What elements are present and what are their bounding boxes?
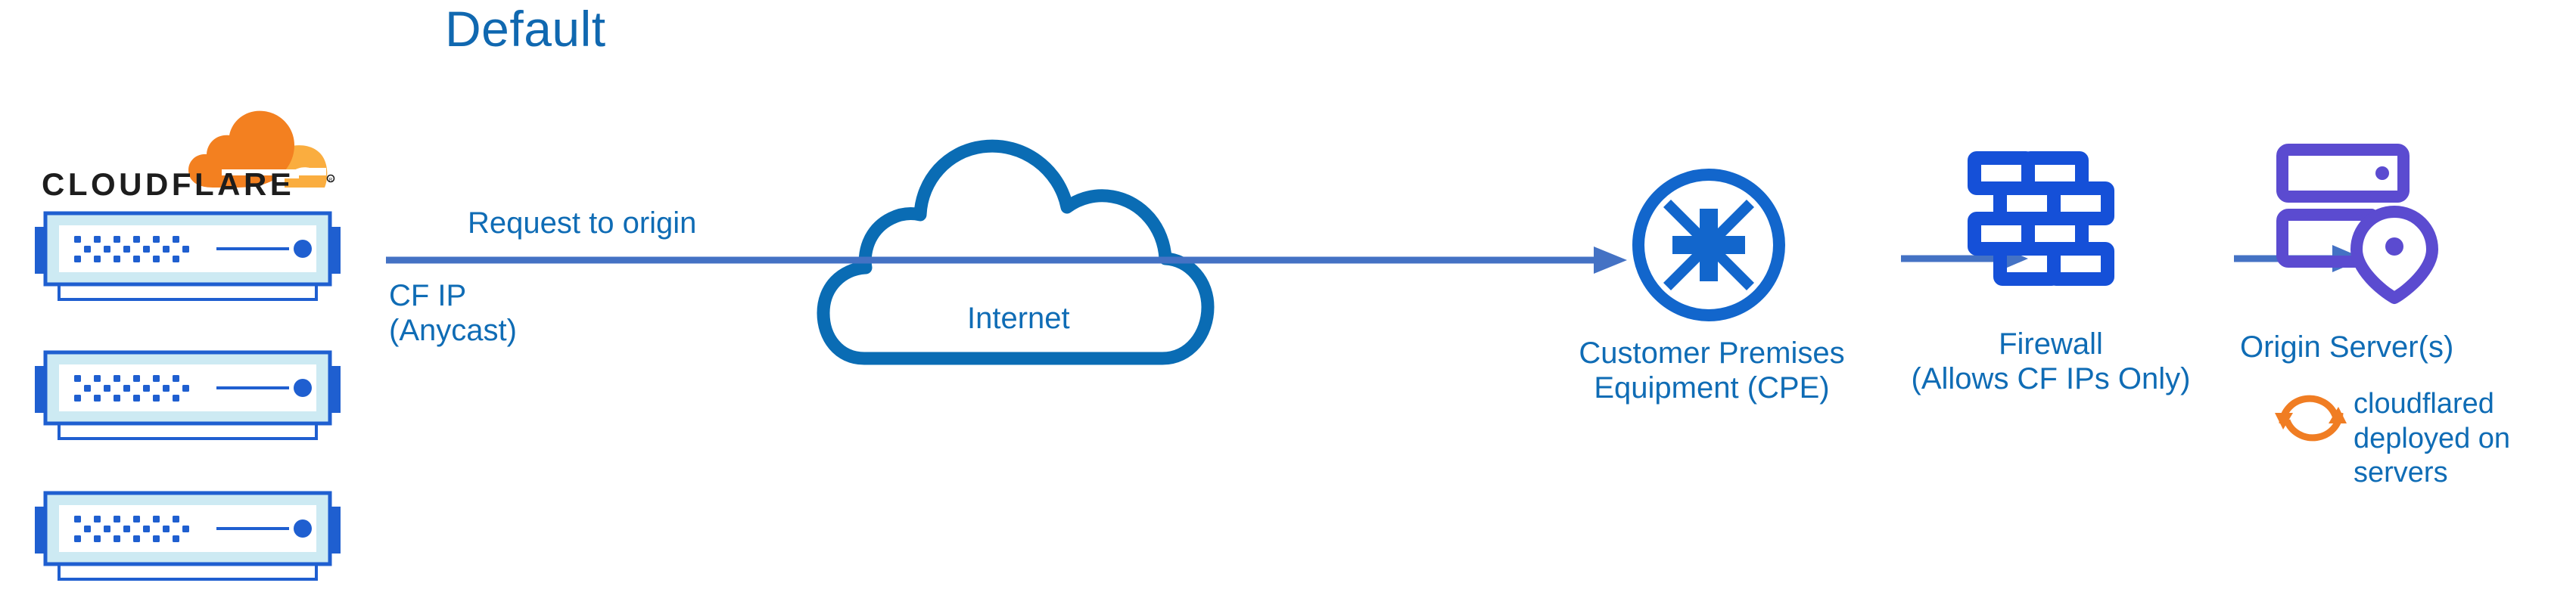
cloudflare-cloud-logo-icon (185, 98, 337, 197)
request-to-origin-label: Request to origin (468, 206, 697, 240)
cf-ip-anycast-label: CF IP (Anycast) (389, 279, 517, 348)
svg-text:R: R (329, 178, 333, 183)
firewall-label: Firewall (Allows CF IPs Only) (1911, 327, 2191, 396)
cloudflare-server-unit (29, 490, 347, 581)
customer-premises-equipment-icon (1629, 165, 1789, 325)
cloudflare-server-unit (29, 349, 347, 440)
origin-server-stack-icon (2273, 142, 2452, 304)
cpe-label: Customer Premises Equipment (CPE) (1579, 336, 1845, 405)
request-to-origin-arrow-icon (386, 242, 1627, 278)
internet-label: Internet (967, 302, 1070, 335)
cloudflared-deployed-label: cloudflared deployed on servers (2354, 388, 2511, 489)
origin-server-label: Origin Server(s) (2240, 330, 2454, 364)
cloudflare-wordmark: CLOUDFLARE R (42, 166, 344, 203)
cloudflared-sync-arrows-icon (2270, 380, 2352, 452)
page-title: Default (445, 1, 606, 57)
cloudflare-server-unit (29, 210, 347, 301)
firewall-brick-wall-icon (1965, 148, 2117, 301)
internet-cloud-icon (817, 97, 1286, 366)
svg-text:CLOUDFLARE: CLOUDFLARE (42, 166, 294, 202)
